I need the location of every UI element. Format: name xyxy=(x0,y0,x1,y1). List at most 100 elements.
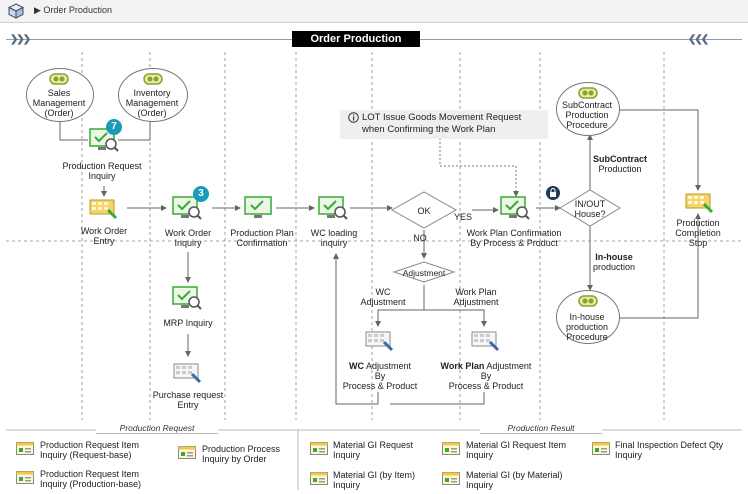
production-request-inquiry-label-1: Production Request xyxy=(62,161,142,171)
purchase-request-label-2: Entry xyxy=(177,400,199,410)
monitor-search-icon[interactable] xyxy=(172,196,202,220)
legend-result-item-2-line-1[interactable]: Material GI Request Item xyxy=(466,440,567,450)
cube-icon xyxy=(8,3,24,19)
production-request-inquiry-label-2: Inquiry xyxy=(88,171,116,181)
inventory-label-2: Management xyxy=(125,98,179,108)
list-window-icon[interactable] xyxy=(178,446,196,459)
monitor-search-icon[interactable] xyxy=(318,196,348,220)
note-line-2: when Confirming the Work Plan xyxy=(362,124,496,135)
chevron-right-icon: ❯❯❯ xyxy=(10,34,31,45)
keyboard-entry-icon[interactable] xyxy=(470,328,500,352)
production-plan-confirmation-label-2: Confirmation xyxy=(236,238,288,248)
info-icon xyxy=(348,112,359,123)
count-badge: 3 xyxy=(193,186,209,202)
keyboard-entry-icon[interactable] xyxy=(88,196,118,220)
wc-loading-inquiry-label-1: WC loading xyxy=(310,228,358,238)
legend-result-item-2-line-2[interactable]: Inquiry xyxy=(466,450,494,460)
legend-result-item-5-line-1[interactable]: Material GI (by Material) xyxy=(466,470,563,480)
legend-request-item-2-line-2[interactable]: Inquiry by Order xyxy=(202,454,267,464)
inhouse-branch-label-1: In-house xyxy=(595,252,633,262)
section-production-result: Production Result xyxy=(480,423,602,434)
list-window-icon[interactable] xyxy=(442,442,460,455)
link-icon xyxy=(49,73,69,85)
monitor-search-icon[interactable] xyxy=(172,286,202,310)
work-order-entry-label-1: Work Order xyxy=(80,226,128,236)
production-completion-label-3: Stop xyxy=(688,238,708,248)
lock-icon xyxy=(546,186,560,200)
inventory-management-node[interactable] xyxy=(118,68,188,122)
inhouse-procedure-label-3: Procedure xyxy=(566,332,608,342)
wc-adjustment-label-2: Adjustment xyxy=(360,297,406,307)
work-order-inquiry-label-2: Inquiry xyxy=(174,238,202,248)
sales-management-node[interactable] xyxy=(26,68,94,122)
wc-loading-inquiry-label-2: inquiry xyxy=(320,238,348,248)
legend-result-item-4-line-1[interactable]: Material GI (by Item) xyxy=(333,470,416,480)
legend-result-item-3-line-1[interactable]: Final Inspection Defect Qty xyxy=(615,440,724,450)
work-order-entry-label-2: Entry xyxy=(93,236,115,246)
list-window-icon[interactable] xyxy=(310,472,328,485)
adjustment-decision xyxy=(392,261,456,283)
list-window-icon[interactable] xyxy=(16,471,34,484)
legend-request-item-2-line-1[interactable]: Production Process xyxy=(202,444,281,454)
monitor-check-icon[interactable] xyxy=(244,196,274,220)
section-production-request: Production Request xyxy=(96,423,218,434)
monitor-search-icon[interactable] xyxy=(89,128,119,152)
sales-label-3: (Order) xyxy=(44,108,74,118)
subcontract-procedure-label-2: Production xyxy=(565,110,609,120)
legend-request-item-1-line-1[interactable]: Production Request Item xyxy=(40,440,140,450)
inhouse-procedure-label-1: In-house xyxy=(569,312,605,322)
link-icon xyxy=(578,87,598,99)
keyboard-entry-icon[interactable] xyxy=(172,360,202,384)
legend-request-item-3-line-1[interactable]: Production Request Item xyxy=(40,469,140,479)
work-plan-confirmation-label-1: Work Plan Confirmation xyxy=(466,228,562,238)
in-out-label-2: House? xyxy=(574,209,606,219)
in-out-decision xyxy=(559,189,621,227)
mrp-inquiry-label: MRP Inquiry xyxy=(163,318,213,328)
count-badge: 7 xyxy=(106,119,122,135)
legend-request-item-3-line-2[interactable]: Inquiry (Production-base) xyxy=(40,479,142,489)
note-line-1: LOT Issue Goods Movement Request xyxy=(362,112,522,123)
inhouse-branch-label-2: production xyxy=(592,262,636,272)
monitor-search-icon[interactable] xyxy=(500,196,530,220)
legend-result-item-4-line-2[interactable]: Inquiry xyxy=(333,480,361,490)
wp-adjustment-by-label-3: Process & Product xyxy=(448,381,524,391)
production-completion-label-1: Production xyxy=(676,218,720,228)
legend-result-item-5-line-2[interactable]: Inquiry xyxy=(466,480,494,490)
inventory-label-3: (Order) xyxy=(137,108,167,118)
inventory-label-1: Inventory xyxy=(133,88,171,98)
subcontract-branch-label-2: Production xyxy=(598,164,642,174)
breadcrumb[interactable]: ▶ Order Production xyxy=(34,5,112,15)
chevron-left-icon: ❮❮❮ xyxy=(688,34,709,45)
legend-result-item-1-line-1[interactable]: Material GI Request xyxy=(333,440,414,450)
list-window-icon[interactable] xyxy=(310,442,328,455)
wc-adjustment-by-label-1: WC Adjustment xyxy=(348,361,412,371)
production-plan-confirmation-label-1: Production Plan xyxy=(230,228,294,238)
legend-request-item-1-line-2[interactable]: Inquiry (Request-base) xyxy=(40,450,132,460)
work-order-inquiry-label-1: Work Order xyxy=(164,228,212,238)
in-out-label-1: IN/OUT xyxy=(574,199,606,209)
subcontract-procedure-node[interactable] xyxy=(556,82,620,136)
inhouse-procedure-label-2: production xyxy=(565,322,609,332)
list-window-icon[interactable] xyxy=(442,472,460,485)
link-icon xyxy=(578,295,598,307)
sales-label-1: Sales xyxy=(47,88,71,98)
link-icon xyxy=(143,73,163,85)
purchase-request-label-1: Purchase request xyxy=(152,390,224,400)
legend-result-item-1-line-2[interactable]: Inquiry xyxy=(333,450,361,460)
list-window-icon[interactable] xyxy=(592,442,610,455)
keyboard-entry-icon[interactable] xyxy=(684,190,714,214)
wc-adjustment-label-1: WC xyxy=(375,287,391,297)
inhouse-procedure-node[interactable] xyxy=(556,290,620,344)
wp-adjustment-by-label-2: By xyxy=(480,371,492,381)
sales-label-2: Management xyxy=(32,98,86,108)
top-bar: ▶ Order Production xyxy=(0,0,748,23)
list-window-icon[interactable] xyxy=(16,442,34,455)
wc-adjustment-by-label-2: By xyxy=(374,371,386,381)
keyboard-entry-icon[interactable] xyxy=(364,328,394,352)
wp-adjustment-by-label-1: Work Plan Adjustment xyxy=(440,361,532,371)
subcontract-procedure-label-1: SubContract xyxy=(561,100,613,110)
legend-result-item-3-line-2[interactable]: Inquiry xyxy=(615,450,643,460)
adjustment-decision-label: Adjustment xyxy=(402,268,446,278)
